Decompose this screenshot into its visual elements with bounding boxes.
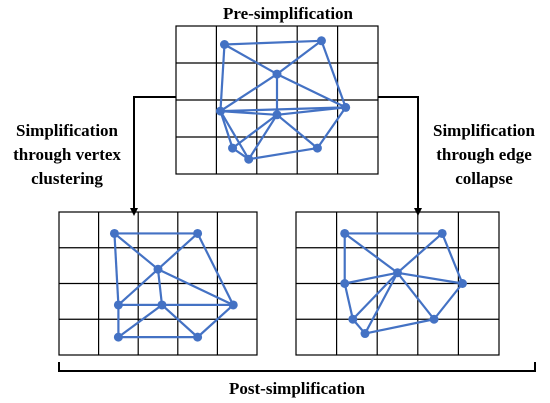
- mesh-vertex: [341, 102, 351, 112]
- mesh-edge: [219, 110, 234, 149]
- label-vertex-clustering-line2: through vertex: [13, 145, 121, 164]
- mesh-vertex: [340, 279, 350, 288]
- mesh-edge: [320, 40, 347, 108]
- mesh-vertex: [272, 69, 282, 79]
- mesh-vertex: [437, 228, 447, 238]
- mesh-vertex: [153, 264, 163, 274]
- title-post-simplification: Post-simplification: [229, 379, 366, 398]
- mesh-edge: [117, 268, 159, 306]
- mesh-vertex: [272, 110, 282, 120]
- right-arrow: [378, 96, 422, 216]
- mesh-edge-collapse: [340, 228, 467, 339]
- mesh-edge: [223, 43, 278, 76]
- grid-pre-simplification: [175, 25, 379, 175]
- mesh-edge: [343, 283, 354, 320]
- mesh-edge: [157, 268, 234, 306]
- title-pre-simplification: Pre-simplification: [223, 4, 354, 23]
- mesh-edge: [117, 304, 163, 339]
- label-edge-collapse-line1: Simplification: [433, 121, 536, 140]
- mesh-vertex: [340, 228, 350, 238]
- label-vertex-clustering-line3: clustering: [31, 169, 103, 188]
- mesh-vertex: [113, 332, 123, 342]
- mesh-vertex: [429, 314, 439, 324]
- mesh-vertex: [219, 40, 229, 49]
- mesh-vertex: [393, 268, 402, 278]
- mesh-edge: [396, 272, 435, 320]
- mesh-edge: [224, 39, 322, 46]
- grid-vertex-clustering: [58, 211, 258, 356]
- mesh-vertex: [193, 332, 203, 342]
- mesh-edge: [441, 233, 464, 284]
- mesh-edge: [113, 232, 159, 271]
- label-edge-collapse-line2: through edge: [436, 145, 532, 164]
- mesh-edge: [344, 271, 398, 285]
- mesh-edge: [276, 73, 347, 109]
- mesh-edge: [220, 106, 346, 113]
- mesh-edge: [247, 114, 278, 160]
- mesh-edge: [316, 106, 347, 149]
- mesh-edge: [364, 318, 435, 335]
- mesh-edge: [219, 73, 278, 113]
- label-vertex-clustering-line1: Simplification: [16, 121, 119, 140]
- mesh-vertex: [228, 143, 238, 153]
- mesh-vertex: [348, 314, 358, 324]
- label-edge-collapse-line3: collapse: [455, 169, 513, 188]
- mesh-vertex: [316, 36, 326, 46]
- mesh-edge: [276, 39, 323, 75]
- mesh-edge: [219, 110, 250, 160]
- mesh-edge: [397, 271, 463, 285]
- mesh-vertex: [244, 154, 254, 164]
- mesh-edge: [113, 233, 120, 306]
- mesh-edge: [196, 232, 235, 306]
- mesh-vertex: [109, 228, 119, 238]
- mesh-vertex: [360, 329, 370, 339]
- mesh-edge: [364, 272, 399, 335]
- mesh-edge: [156, 269, 164, 306]
- mesh-edge: [396, 232, 443, 274]
- mesh-vertex: [113, 300, 123, 310]
- mesh-edge: [433, 282, 464, 320]
- mesh-pre-simplification: [215, 36, 351, 164]
- mesh-vertex: [157, 300, 167, 310]
- mesh-vertex-clustering: [109, 228, 238, 342]
- mesh-edge: [248, 147, 318, 161]
- mesh-edge: [344, 232, 399, 274]
- mesh-edge: [219, 44, 226, 112]
- grid-edge-collapse: [295, 211, 500, 356]
- mesh-vertex: [457, 279, 467, 288]
- mesh-edge: [157, 232, 199, 271]
- mesh-vertex: [312, 143, 322, 153]
- mesh-edge: [161, 304, 199, 338]
- post-simplification-bracket: [58, 362, 536, 372]
- mesh-vertex: [193, 228, 203, 238]
- mesh-edge: [196, 304, 234, 338]
- mesh-vertex: [228, 300, 238, 310]
- left-arrow: [130, 96, 176, 216]
- mesh-edge: [231, 113, 278, 149]
- mesh-edge: [276, 113, 319, 149]
- mesh-edge: [352, 272, 399, 321]
- mesh-vertex: [215, 106, 225, 116]
